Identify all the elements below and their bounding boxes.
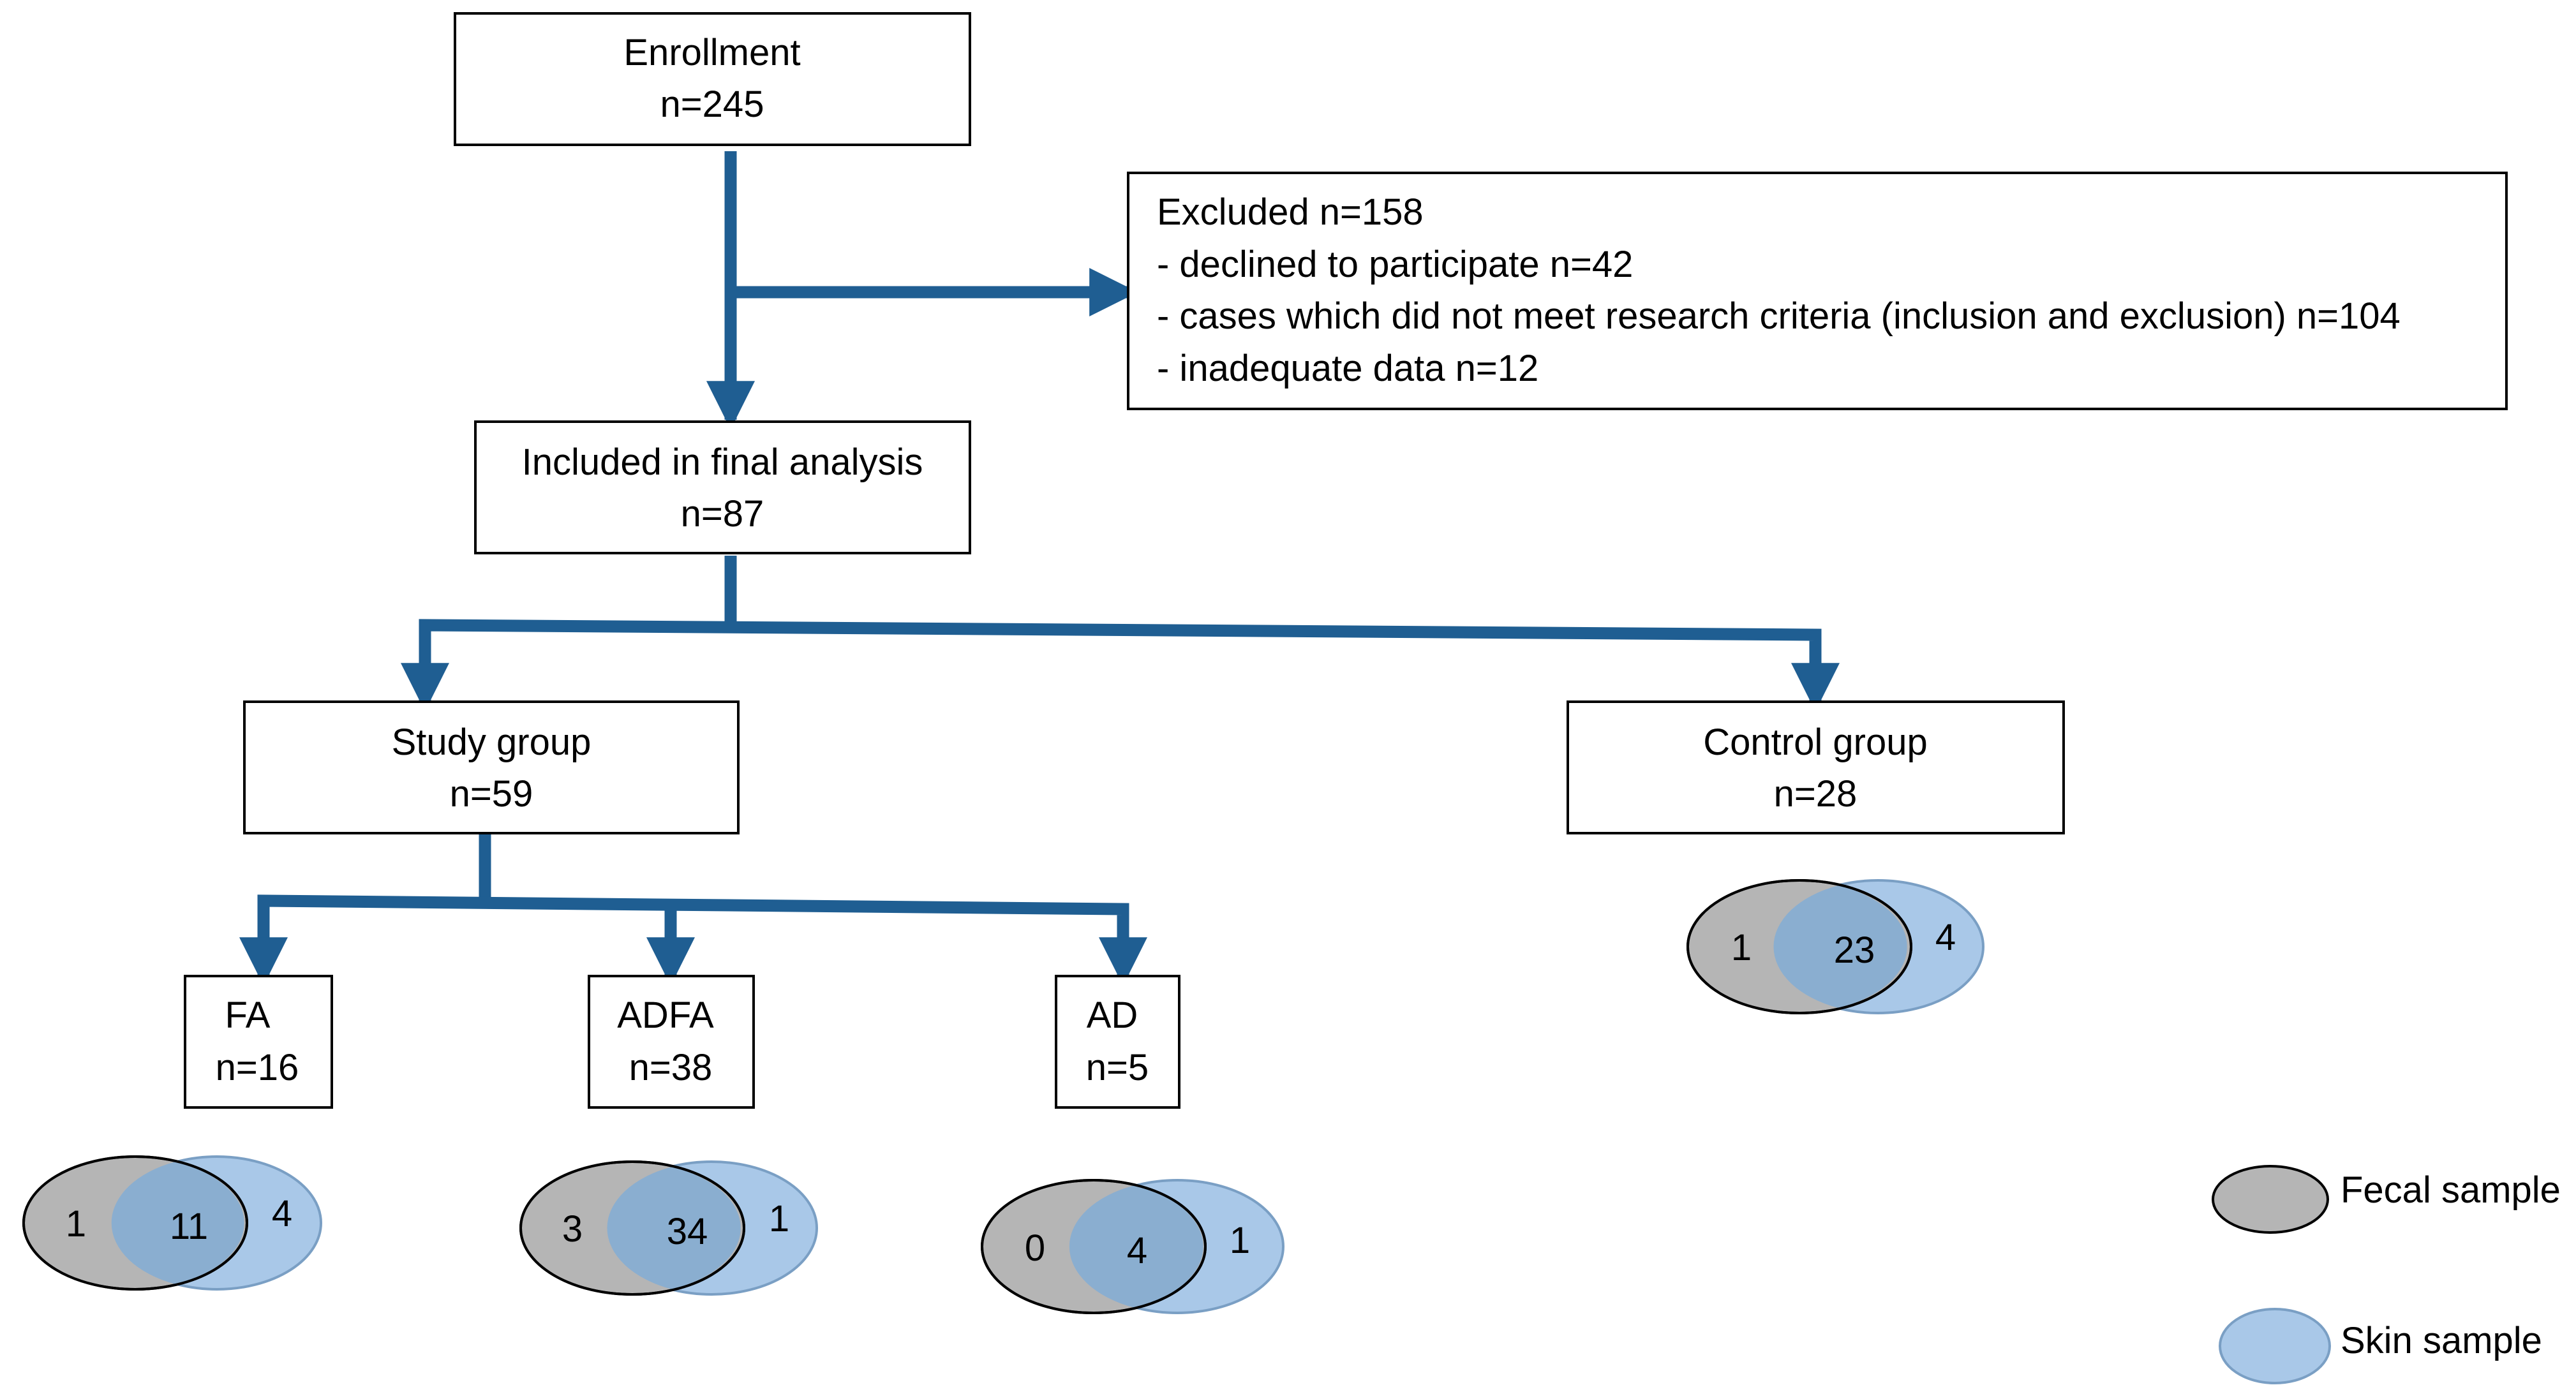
adfa-title: ADFA <box>617 995 714 1036</box>
venn-adfa-overlap <box>607 1167 741 1289</box>
venn-fa-fecal-outline <box>22 1155 248 1291</box>
venn-adfa-fecal-outline <box>519 1160 745 1296</box>
included-box: Included in final analysis n=87 <box>474 420 971 554</box>
venn-ad-fecal-outline <box>981 1179 1207 1314</box>
control-group-box: Control group n=28 <box>1567 700 2065 834</box>
control-group-count: n=28 <box>1774 773 1858 815</box>
connectors <box>239 151 1840 986</box>
venn-control-overlap <box>1773 885 1907 1008</box>
venn-adfa: 3 34 1 <box>519 1160 818 1296</box>
venn-ad-overlap <box>1069 1185 1203 1308</box>
control-group-title: Control group <box>1703 722 1927 763</box>
enrollment-count: n=245 <box>660 84 764 125</box>
legend: Fecal sample Skin sample <box>2212 1165 2561 1384</box>
legend-fecal-swatch <box>2212 1165 2329 1234</box>
venn-adfa-both: 34 <box>667 1211 708 1252</box>
venn-adfa-skin-only: 1 <box>769 1198 789 1240</box>
study-group-box: Study group n=59 <box>243 700 740 834</box>
ad-box: AD n=5 <box>1055 975 1180 1109</box>
legend-skin-label: Skin sample <box>2341 1320 2542 1361</box>
venn-control-skin-only: 4 <box>1935 917 1956 958</box>
venn-fa-overlap <box>111 1162 244 1284</box>
connector-branch-study-control <box>419 619 1840 712</box>
legend-fecal-label: Fecal sample <box>2341 1169 2561 1211</box>
excluded-title: Excluded n=158 <box>1157 191 1424 233</box>
venn-control: 1 23 4 <box>1686 879 1984 1014</box>
venn-ad-both: 4 <box>1127 1230 1147 1271</box>
study-group-title: Study group <box>392 722 592 763</box>
excluded-reason-inadequate: - inadequate data n=12 <box>1157 348 1538 389</box>
study-group-count: n=59 <box>450 773 533 815</box>
connector-branch-subgroups <box>257 894 1147 986</box>
enrollment-title: Enrollment <box>623 32 800 73</box>
venn-control-fecal-only: 1 <box>1731 927 1752 968</box>
ad-count: n=5 <box>1086 1047 1149 1088</box>
adfa-count: n=38 <box>629 1047 713 1088</box>
fa-count: n=16 <box>216 1047 299 1088</box>
excluded-box: Excluded n=158 - declined to participate… <box>1127 172 2508 410</box>
legend-skin-swatch <box>2219 1308 2331 1384</box>
venn-fa: 1 11 4 <box>22 1155 322 1291</box>
included-count: n=87 <box>681 493 764 535</box>
venn-fa-skin-only: 4 <box>272 1193 292 1234</box>
enrollment-box: Enrollment n=245 <box>454 12 971 146</box>
included-title: Included in final analysis <box>522 441 923 483</box>
excluded-reason-criteria: - cases which did not meet research crit… <box>1157 295 2401 337</box>
venn-fa-fecal-only: 1 <box>66 1203 86 1245</box>
adfa-box: ADFA n=38 <box>588 975 755 1109</box>
venn-control-fecal-outline <box>1686 879 1912 1014</box>
venn-adfa-fecal-only: 3 <box>562 1208 583 1250</box>
venn-ad-skin-only: 1 <box>1230 1220 1250 1261</box>
venn-fa-both: 11 <box>170 1206 208 1247</box>
ad-title: AD <box>1087 995 1138 1036</box>
venn-control-both: 23 <box>1834 929 1875 971</box>
excluded-reason-declined: - declined to participate n=42 <box>1157 244 1633 285</box>
fa-title: FA <box>225 995 271 1036</box>
venn-ad-fecal-only: 0 <box>1025 1227 1045 1269</box>
venn-ad: 0 4 1 <box>981 1179 1284 1314</box>
fa-box: FA n=16 <box>184 975 333 1109</box>
